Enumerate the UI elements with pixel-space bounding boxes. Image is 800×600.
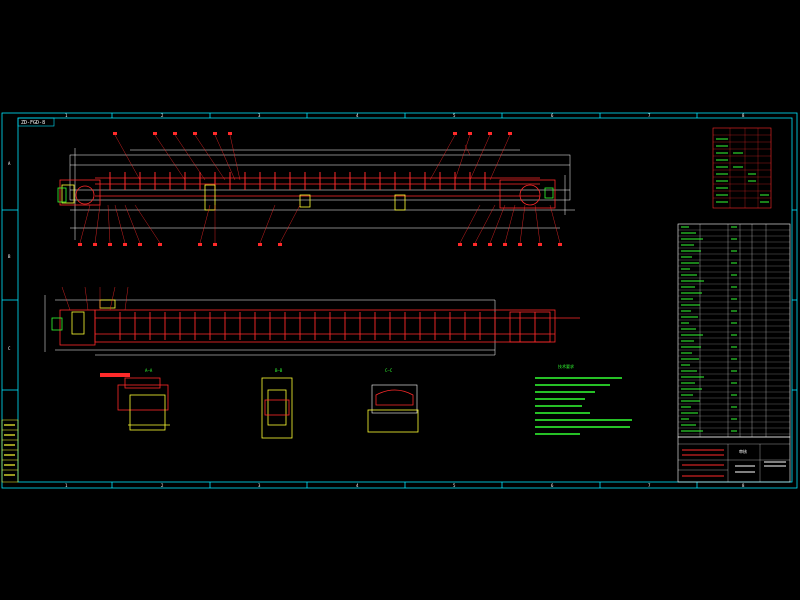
section-a-tag	[100, 373, 130, 377]
balloons-top	[113, 132, 512, 135]
balloons-bottom	[78, 243, 562, 246]
col-label: 6	[551, 113, 554, 118]
col-label: 2	[161, 483, 164, 488]
section-c-view: C—C	[367, 368, 419, 433]
col-label: 8	[742, 113, 745, 118]
drawing-number: ZD-FGD-8	[21, 120, 45, 126]
title-block: 审核	[677, 436, 791, 483]
technical-notes: 技术要求	[535, 363, 632, 435]
main-elevation-view	[57, 132, 575, 246]
row-label: C	[8, 346, 11, 351]
col-label: 4	[356, 113, 359, 118]
plan-leaders	[61, 286, 129, 311]
col-label: 3	[258, 113, 261, 118]
row-label: A	[8, 161, 11, 166]
leader-lines-bottom	[79, 204, 561, 244]
col-label: 3	[258, 483, 261, 488]
col-label: 6	[551, 483, 554, 488]
flights	[109, 172, 486, 190]
section-label-c: C—C	[385, 368, 393, 373]
sheet-frame	[1, 112, 798, 489]
notes-heading: 技术要求	[558, 363, 574, 369]
left-stamp-block	[1, 419, 19, 483]
row-label: B	[8, 254, 11, 259]
top-right-table	[712, 127, 772, 209]
col-label: 7	[648, 113, 651, 118]
col-label: 5	[453, 483, 456, 488]
col-label: 4	[356, 483, 359, 488]
plan-view	[44, 286, 580, 356]
section-a-view: A—A	[100, 368, 170, 431]
col-label: 1	[65, 113, 68, 118]
drawing-number-box: ZD-FGD-8	[17, 117, 55, 127]
parts-list	[677, 223, 791, 438]
section-label-a: A—A	[145, 368, 153, 373]
frame-labels: 1 2 3 4 5 6 7 8 1 2 3 4 5 6 7 8 A B C	[8, 113, 745, 488]
leader-lines-top	[114, 134, 511, 181]
section-b-view: B—B	[261, 368, 293, 439]
col-label: 7	[648, 483, 651, 488]
col-label: 2	[161, 113, 164, 118]
plan-flights	[119, 312, 536, 342]
section-label-b: B—B	[275, 368, 283, 373]
col-label: 5	[453, 113, 456, 118]
title-block-label: 审核	[739, 448, 747, 454]
left-stamp-hatch	[4, 424, 15, 476]
col-label: 8	[742, 483, 745, 488]
col-label: 1	[65, 483, 68, 488]
